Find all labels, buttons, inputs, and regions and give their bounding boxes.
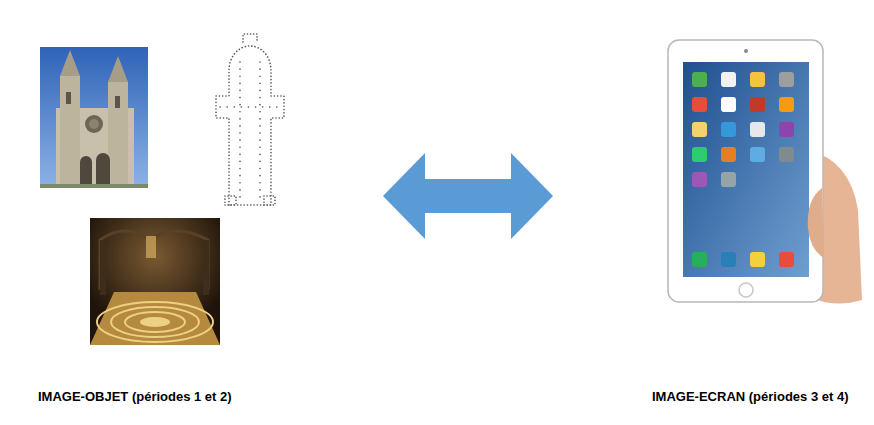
cathedral-photo [40,47,148,188]
interior-photo [90,218,220,345]
app-icons [692,72,794,267]
tablet-in-hand [668,40,862,304]
floor-plan [216,34,284,205]
caption-label: IMAGE-ECRAN (périodes 3 et 4) [652,389,866,405]
double-arrow [383,153,553,239]
image-group: IMAGE-ECRAN (périodes 3 et 4) [652,25,866,410]
caption-label: IMAGE-OBJET (périodes 1 et 2) [38,389,293,405]
image-group: IMAGE-OBJET (périodes 1 et 2) [38,25,293,410]
